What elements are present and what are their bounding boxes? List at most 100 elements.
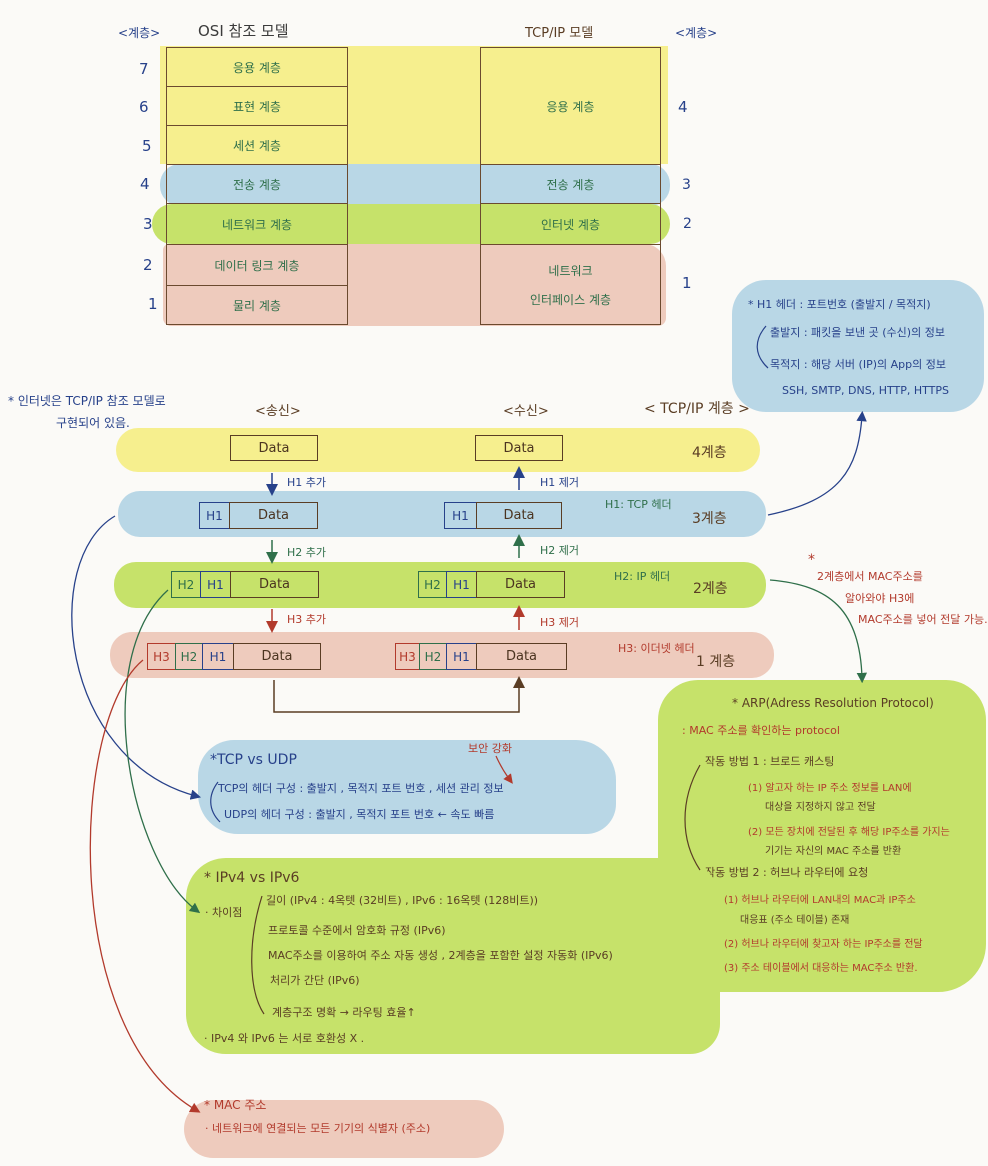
osi-layer-number: 2 [143,256,153,274]
layer1-band [110,632,774,678]
tcp-header-line: TCP의 헤더 구성 : 출발지 , 목적지 포트 번호 , 세션 관리 정보 [218,782,504,795]
remove-h2-label: H2 제거 [540,544,580,557]
h2-box: H2 [175,643,203,670]
data-box-receive: Data [476,502,562,529]
send-label: <송신> [255,404,301,419]
layer1-label: 1 계층 [696,654,736,670]
h3-box: H3 [395,643,420,670]
arp-step: (1) 허브나 라우터에 LAN내의 MAC과 IP주소 [724,895,916,906]
osi-layer-cell: 전송 계층 [166,164,348,204]
ipv-diff-line: 프로토콜 수준에서 암호화 규정 (IPv6) [268,924,446,937]
h3-description: H3: 이더넷 헤더 [618,642,695,655]
tcpip-layer-number: 2 [683,216,692,232]
tcpip-layer-cell: 응용 계층 [480,47,661,165]
osi-layer-cell: 표현 계층 [166,86,348,126]
network-band [152,204,670,244]
mac-note-line: MAC주소를 넣어 전달 가능. [858,613,988,626]
ipv-diff-label: · 차이점 [205,906,243,919]
h1-box: H1 [446,571,477,598]
ipv-diff-line: 계층구조 명확 → 라우팅 효율↑ [272,1006,416,1019]
ipv-note [186,858,720,1054]
h2-box: H2 [171,571,201,598]
add-h2-label: H2 추가 [287,546,327,559]
arp-step: 대응표 (주소 테이블) 존재 [740,915,850,926]
internet-note-line: * 인터넷은 TCP/IP 참조 모델로 [8,394,166,408]
ipv-title: * IPv4 vs IPv6 [204,870,300,886]
osi-layer-cell: 네트워크 계층 [166,203,348,245]
h1-note-title: * H1 헤더 : 포트번호 (출발지 / 목적지) [748,298,931,311]
layer4-band [116,428,760,472]
ipv-diff-line: 길이 (IPv4 : 4옥텟 (32비트) , IPv6 : 16옥텟 (128… [266,894,539,907]
tcp-udp-note [198,740,616,834]
tcpip-layer-number: 4 [678,98,688,116]
arp-method1: 작동 방법 1 : 브로드 캐스팅 [705,755,835,768]
h1-box: H1 [444,502,477,529]
tcpip-layer-cell: 전송 계층 [480,164,661,204]
h1-note-line: 출발지 : 패킷을 보낸 곳 (수신)의 정보 [770,326,945,339]
h1-note-link [767,410,867,516]
layer3-label: 3계층 [692,511,727,527]
mac-address-title: * MAC 주소 [204,1098,267,1112]
mac-note-star: * [808,552,815,568]
data-box-send: Data [229,502,318,529]
tcpip-title: TCP/IP 모델 [525,26,594,41]
transfer-path [273,676,525,713]
transport-band [160,164,670,206]
tcpip-layer-label: < TCP/IP 계층 > [644,401,750,417]
osi-layer-cell: 응용 계층 [166,47,348,87]
application-band [160,46,668,164]
osi-layer-cell: 데이터 링크 계층 [166,244,348,286]
right-layer-header: <계층> [675,26,718,40]
remove-h1-label: H1 제거 [540,476,580,489]
arp-step: (2) 모든 장치에 전달된 후 해당 IP주소를 가지는 [748,827,950,838]
remove-h3-label: H3 제거 [540,616,580,629]
osi-layer-number: 1 [148,295,158,313]
h1-header-note [732,280,984,412]
mac-address-link [89,659,201,1113]
data-box-receive: Data [476,571,565,598]
receive-label: <수신> [503,404,549,419]
arp-step: (2) 허브나 라우터에 찾고자 하는 IP주소를 전달 [724,939,923,950]
mac-address-note [184,1100,504,1158]
h1-note-line: SSH, SMTP, DNS, HTTP, HTTPS [782,384,949,397]
data-box-send: Data [230,435,318,461]
tcp-udp-title: *TCP vs UDP [210,752,297,768]
mac-note-line: 2계층에서 MAC주소를 [817,570,923,583]
data-box-send: Data [230,571,319,598]
h3-box: H3 [147,643,176,670]
h1-description: H1: TCP 헤더 [605,498,672,511]
layer2-band [114,562,766,608]
h2-box: H2 [418,571,447,598]
arp-step: (3) 주소 테이블에서 대응하는 MAC주소 반환. [724,963,918,974]
tcpip-layer-cell: 인터넷 계층 [480,203,661,245]
udp-header-line: UDP의 헤더 구성 : 출발지 , 목적지 포트 번호 ← 속도 빠름 [224,808,495,821]
h1-box: H1 [200,571,231,598]
arp-step: 대상을 지정하지 않고 전달 [765,802,876,813]
data-box-receive: Data [475,435,563,461]
layer4-label: 4계층 [692,445,727,461]
arp-subtitle: : MAC 주소를 확인하는 protocol [682,724,840,737]
h2-box: H2 [419,643,447,670]
tcpip-layer-number: 1 [682,274,692,292]
ipv-diff-line: 처리가 간단 (IPv6) [270,974,360,987]
tcpip-layer-label: 네트워크 [548,263,593,278]
h1-box: H1 [199,502,230,529]
security-annotation: 보안 강화 [468,742,512,755]
osi-title: OSI 참조 모델 [198,22,289,40]
arp-title: * ARP(Adress Resolution Protocol) [732,696,934,710]
osi-layer-number: 3 [143,215,153,233]
mac-note-line: 알아와야 H3에 [845,592,915,605]
layer3-band [118,491,766,537]
layer2-label: 2계층 [693,581,728,597]
add-h1-label: H1 추가 [287,476,327,489]
tcpip-layer-number: 3 [682,177,691,193]
h1-note-line: 목적지 : 해당 서버 (IP)의 App의 정보 [770,358,946,371]
osi-layer-number: 4 [140,175,150,193]
arp-method2: 작동 방법 2 : 허브나 라우터에 요청 [705,866,869,879]
ipv-diff-line: MAC주소를 이용하여 주소 자동 생성 , 2계층을 포함한 설정 자동화 (… [268,949,613,962]
osi-layer-cell: 세션 계층 [166,125,348,165]
osi-layer-number: 7 [139,60,149,78]
left-layer-header: <계층> [118,26,161,40]
h2-description: H2: IP 헤더 [614,570,671,583]
arp-step: (1) 알고자 하는 IP 주소 정보를 LAN에 [748,783,912,794]
